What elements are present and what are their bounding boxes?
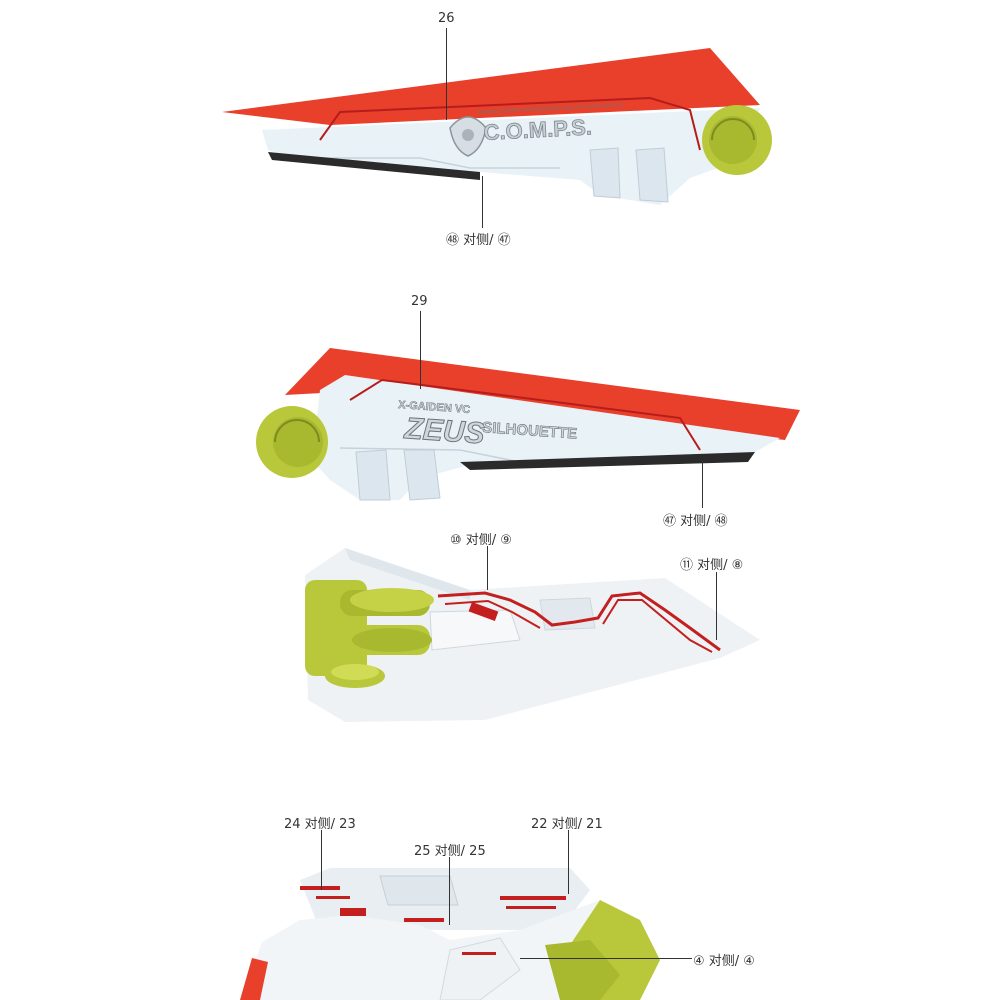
callout-22-21: 22 对侧/ 21 — [531, 817, 603, 832]
leader-11-8 — [716, 572, 717, 640]
leader-26 — [446, 28, 447, 120]
leader-25-25 — [449, 857, 450, 925]
armor-part-bottom — [240, 868, 660, 1000]
olive-joint-third — [305, 580, 434, 688]
leader-22-21 — [568, 830, 569, 894]
callout-29: 29 — [411, 294, 428, 309]
ball-joint-second — [256, 406, 328, 478]
callout-11-8: ⑪ 对侧/ ⑧ — [680, 558, 744, 573]
callout-10-9: ⑩ 对侧/ ⑨ — [450, 533, 512, 548]
xgaiden-decal-text: X-GAIDEN VC — [398, 399, 471, 416]
callout-4-4: ④ 对侧/ ④ — [693, 954, 755, 969]
callout-25-25: 25 对侧/ 25 — [414, 844, 486, 859]
leader-24-23 — [321, 830, 322, 890]
zeus-decal-text: ZEUS — [403, 412, 486, 451]
comps-logo-icon — [449, 116, 487, 157]
comps-decal-text: C.O.M.P.S. — [483, 114, 593, 145]
leader-47-48 — [702, 460, 703, 508]
leader-48-47 — [482, 176, 483, 228]
ball-joint-top — [702, 105, 772, 175]
leader-10-9 — [487, 546, 488, 590]
armor-part-top: C.O.M.P.S. FINISHED SERIES PROFESSIONAL … — [222, 48, 772, 205]
armor-part-second: X-GAIDEN VC ZEUS SILHOUETTE — [256, 348, 800, 501]
leader-4-4 — [520, 958, 692, 959]
panel-top — [262, 108, 760, 205]
leader-29 — [420, 311, 421, 389]
red-edge-top — [222, 48, 760, 125]
callout-48-47: ㊽ 对侧/ ㊼ — [446, 233, 511, 248]
callout-26: 26 — [438, 11, 455, 26]
armor-part-third — [305, 548, 760, 722]
callout-24-23: 24 对侧/ 23 — [284, 817, 356, 832]
callout-47-48: ㊼ 对侧/ ㊽ — [663, 514, 728, 529]
